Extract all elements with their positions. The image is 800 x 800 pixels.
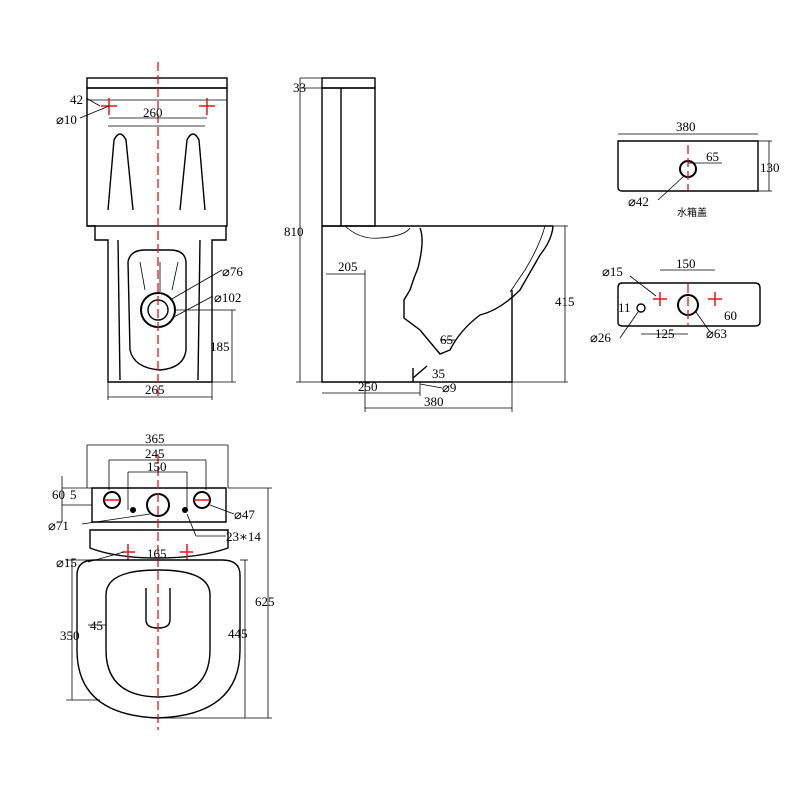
dim-lid-65: 65 bbox=[706, 149, 719, 164]
front-view: 260 42 ⌀10 ⌀76 ⌀102 185 265 bbox=[56, 62, 243, 400]
dim-plan-phi47: ⌀47 bbox=[234, 507, 255, 522]
dim-65: 65 bbox=[440, 332, 453, 347]
dim-plan-245: 245 bbox=[145, 446, 165, 461]
dim-lid-380: 380 bbox=[676, 119, 696, 134]
dim-plan-150: 150 bbox=[147, 459, 167, 474]
dim-top-60: 60 bbox=[724, 308, 737, 323]
dim-265: 265 bbox=[145, 382, 165, 397]
dim-plan-45: 45 bbox=[90, 618, 103, 633]
dim-phi102: ⌀102 bbox=[214, 290, 241, 305]
dim-810: 810 bbox=[284, 224, 304, 239]
dim-380: 380 bbox=[424, 394, 444, 409]
dim-plan-phi15: ⌀15 bbox=[56, 555, 77, 570]
dim-plan-5: 5 bbox=[70, 487, 77, 502]
tank-lid-caption: 水箱盖 bbox=[677, 206, 707, 219]
dim-185: 185 bbox=[210, 339, 230, 354]
dim-phi10: ⌀10 bbox=[56, 112, 77, 127]
dim-top-11: 11 bbox=[618, 300, 631, 315]
dim-top-phi63: ⌀63 bbox=[706, 326, 727, 341]
dim-plan-slot: 23∗14 bbox=[226, 529, 261, 544]
plan-view: 365 245 150 60 5 ⌀47 ⌀71 23∗14 ⌀15 165 bbox=[48, 431, 275, 730]
dim-42: 42 bbox=[70, 92, 83, 107]
dim-top-phi15: ⌀15 bbox=[602, 264, 623, 279]
dim-plan-350: 350 bbox=[60, 628, 80, 643]
dim-phi76: ⌀76 bbox=[222, 264, 243, 279]
dim-top-phi26: ⌀26 bbox=[590, 330, 611, 345]
dim-260: 260 bbox=[143, 105, 163, 120]
side-view: 33 810 205 415 65 35 ⌀9 250 380 bbox=[284, 77, 575, 412]
dim-plan-phi71: ⌀71 bbox=[48, 518, 69, 533]
dim-top-125: 125 bbox=[655, 326, 675, 341]
dim-lid-130: 130 bbox=[760, 160, 780, 175]
dim-plan-165: 165 bbox=[147, 546, 167, 561]
dim-lid-phi42: ⌀42 bbox=[628, 194, 649, 209]
dim-plan-60: 60 bbox=[52, 487, 65, 502]
dim-35: 35 bbox=[432, 366, 445, 381]
dim-phi9: ⌀9 bbox=[442, 380, 456, 395]
dim-33: 33 bbox=[293, 80, 306, 95]
tank-top-view: 150 ⌀15 11 ⌀26 125 ⌀63 60 bbox=[590, 256, 761, 345]
dim-415: 415 bbox=[555, 294, 575, 309]
dim-plan-625: 625 bbox=[255, 594, 275, 609]
dim-plan-365: 365 bbox=[145, 431, 165, 446]
dim-250: 250 bbox=[358, 379, 378, 394]
dim-205: 205 bbox=[338, 259, 358, 274]
tank-lid-view: 380 65 130 ⌀42 水箱盖 bbox=[617, 119, 780, 219]
dim-plan-445: 445 bbox=[228, 626, 248, 641]
dim-top-150: 150 bbox=[676, 256, 696, 271]
